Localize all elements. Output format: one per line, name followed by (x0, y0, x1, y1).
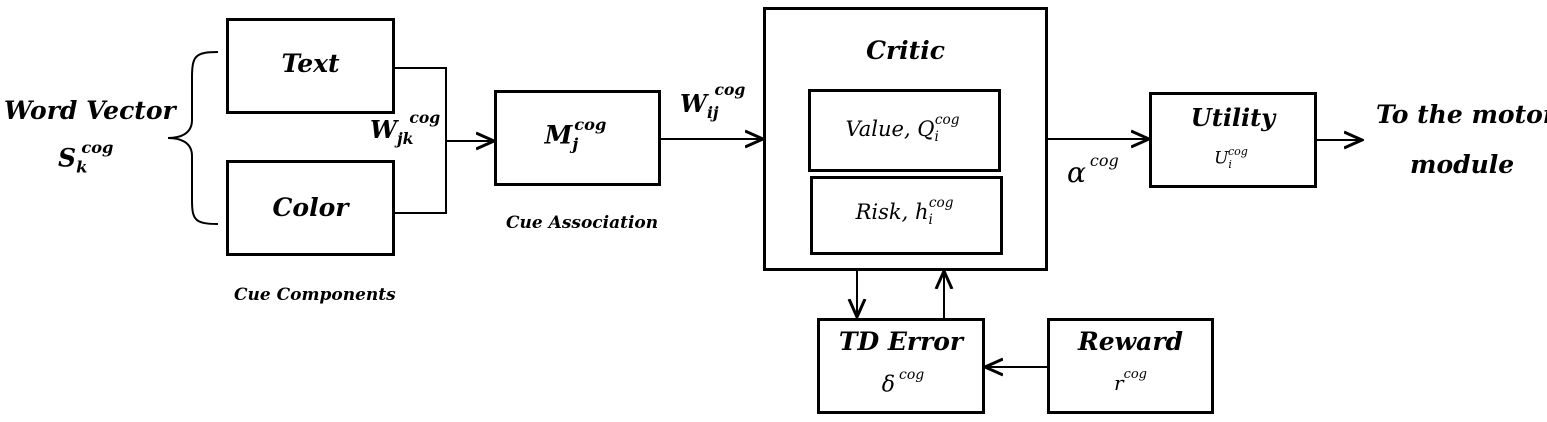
reward-symbol: rcog (1114, 367, 1147, 395)
risk-label: Risk, hicog (855, 195, 954, 229)
word-vector-symbol: Skcog (58, 138, 114, 177)
output-line-2: module (1410, 150, 1515, 179)
reward-box: Reward rcog (1047, 318, 1214, 414)
reward-title: Reward (1077, 327, 1184, 356)
w-jk-label: Wjkcog (370, 108, 441, 148)
utility-title: Utility (1190, 103, 1276, 132)
cue-components-caption: Cue Components (234, 285, 396, 305)
critic-title: Critic (866, 36, 945, 65)
utility-symbol: Uicog (1214, 145, 1248, 172)
color-box: Color (226, 160, 395, 256)
output-line-1: To the motor (1376, 100, 1547, 129)
text-box-label: Text (281, 49, 340, 78)
word-vector-title: Word Vector (4, 96, 176, 125)
left-brace (167, 51, 219, 225)
td-error-title: TD Error (838, 327, 964, 356)
w-ij-label: Wijcog (680, 80, 746, 122)
utility-box: Utility Uicog (1149, 92, 1317, 188)
value-label: Value, Qicog (845, 112, 960, 146)
color-box-label: Color (272, 193, 349, 222)
text-box: Text (226, 18, 395, 114)
value-box: Value, Qicog (808, 89, 1001, 172)
mj-box: Mjcog (494, 90, 661, 186)
mj-label: Mjcog (544, 115, 607, 154)
cue-association-caption: Cue Association (506, 213, 659, 233)
risk-box: Risk, hicog (810, 176, 1003, 255)
